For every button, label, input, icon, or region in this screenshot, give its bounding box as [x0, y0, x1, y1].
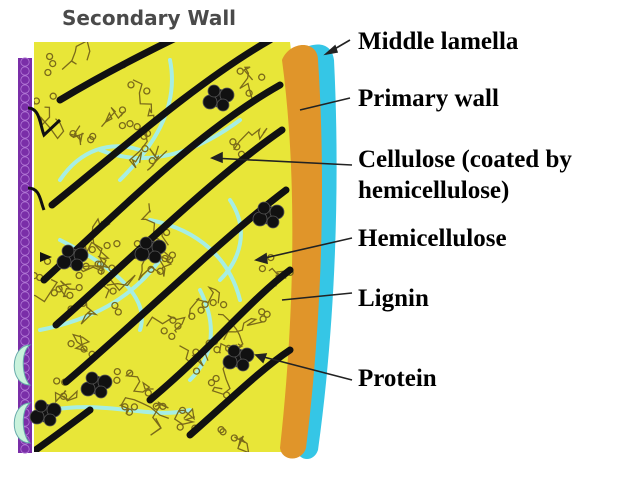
membrane-bead: [21, 193, 29, 201]
membrane-bead: [21, 85, 29, 93]
membrane-bead: [21, 175, 29, 183]
membrane-bead: [21, 301, 29, 309]
label-lignin: Lignin: [358, 284, 429, 314]
membrane-bead: [21, 256, 29, 264]
membrane-bead: [21, 202, 29, 210]
membrane-bead: [21, 184, 29, 192]
membrane-bead: [21, 130, 29, 138]
membrane-bead: [21, 247, 29, 255]
membrane-bead: [21, 103, 29, 111]
membrane-bead: [21, 238, 29, 246]
label-middle-lamella: Middle lamella: [358, 27, 518, 57]
membrane-bead: [21, 265, 29, 273]
label-hemicellulose: Hemicellulose: [358, 224, 507, 254]
membrane-bead: [21, 166, 29, 174]
label-primary-wall: Primary wall: [358, 84, 499, 114]
membrane-bead: [21, 112, 29, 120]
membrane-bead: [21, 319, 29, 327]
membrane-bead: [21, 292, 29, 300]
membrane-bead: [21, 139, 29, 147]
membrane-bead: [21, 328, 29, 336]
membrane-bead: [21, 157, 29, 165]
membrane-bead: [21, 229, 29, 237]
membrane-bead: [21, 148, 29, 156]
membrane-bead: [21, 94, 29, 102]
secondary-wall-title: Secondary Wall: [62, 6, 236, 30]
label-cellulose-line2: hemicellulose): [358, 176, 509, 206]
membrane-bead: [21, 220, 29, 228]
membrane-bead: [21, 391, 29, 399]
membrane-bead: [21, 283, 29, 291]
membrane-bead: [21, 58, 29, 66]
membrane-bead: [21, 274, 29, 282]
membrane-bead: [21, 121, 29, 129]
membrane-bead: [21, 76, 29, 84]
membrane-bead: [21, 445, 29, 453]
membrane-bead: [21, 211, 29, 219]
label-protein: Protein: [358, 364, 437, 394]
membrane-bead: [21, 337, 29, 345]
membrane-bead: [21, 67, 29, 75]
label-cellulose-line1: Cellulose (coated by: [358, 145, 572, 175]
membrane-bead: [21, 310, 29, 318]
